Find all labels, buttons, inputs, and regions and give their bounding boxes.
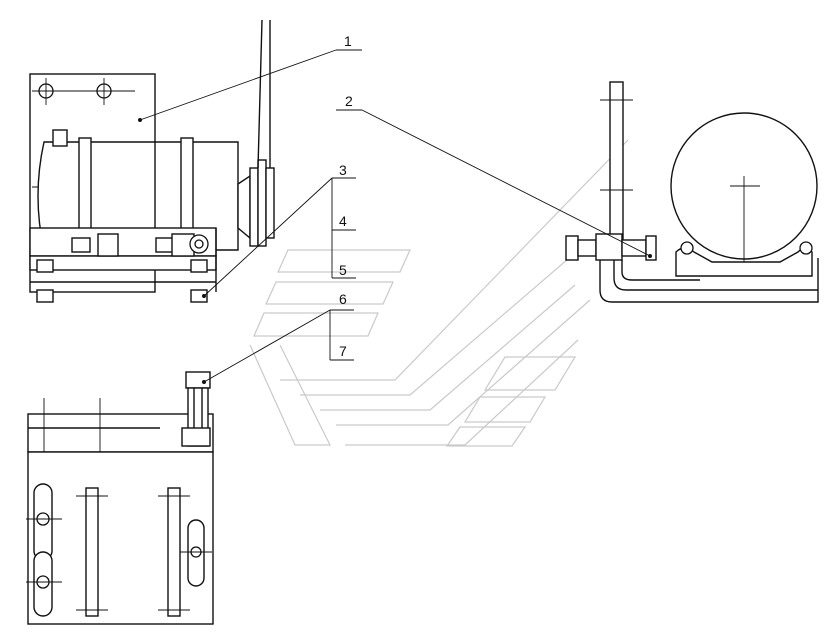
callout-4: 4 (339, 213, 347, 229)
callout-7: 7 (339, 343, 347, 359)
callout-1: 1 (344, 33, 352, 49)
leader-lines (138, 49, 652, 384)
watermark-logo (249, 139, 629, 447)
motor-assembly (29, 19, 275, 303)
callout-6: 6 (339, 291, 347, 307)
callout-3: 3 (339, 162, 347, 178)
slotted-plate-assembly (26, 371, 214, 625)
callout-labels: 1 2 3 4 5 6 7 (339, 33, 353, 359)
callout-5: 5 (339, 262, 347, 278)
tank-assembly (565, 81, 819, 303)
callout-2: 2 (345, 93, 353, 109)
